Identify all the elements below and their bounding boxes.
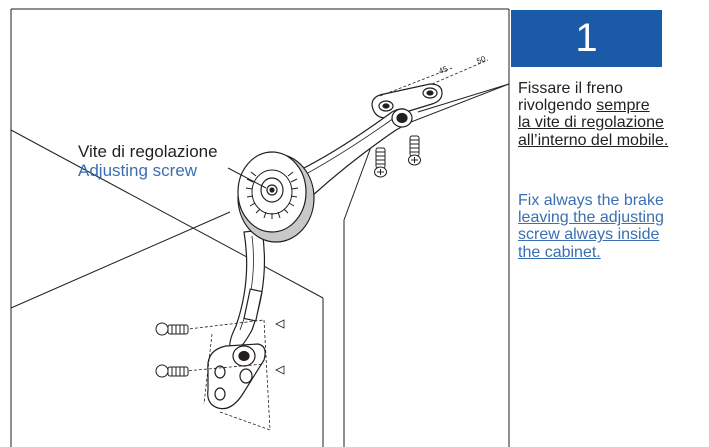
- dimension-arrow: [275, 319, 285, 375]
- cabinet-line: [343, 135, 376, 221]
- instruction-line: Fissare il freno: [518, 80, 623, 97]
- step-number-box: 1: [511, 10, 662, 67]
- disc-ticks: [245, 171, 299, 219]
- screw: [155, 322, 189, 336]
- lower-arm: [229, 229, 266, 353]
- dimension-label-45: 45: [437, 64, 449, 76]
- instruction-text: rivolgendo: [518, 97, 597, 115]
- cabinet-line: [10, 211, 231, 309]
- instruction-line: all’interno del mobile.: [518, 132, 706, 149]
- upper-arm: [299, 108, 413, 197]
- instruction-emphasis: leaving the adjusting: [518, 209, 664, 227]
- instruction-line: rivolgendo sempre: [518, 97, 706, 114]
- brake-body: [237, 151, 315, 243]
- instruction-emphasis: la vite di regolazione: [518, 114, 664, 132]
- instruction-line: screw always inside: [518, 226, 706, 243]
- top-bracket: [371, 83, 443, 119]
- cabinet-line: [417, 83, 510, 113]
- instructions-italian: Fissare il freno rivolgendo sempre la vi…: [518, 80, 706, 149]
- dimension-label-50: 50: [475, 54, 487, 66]
- screw: [408, 135, 421, 166]
- screw: [374, 147, 387, 178]
- instruction-line: Fix always the brake: [518, 192, 664, 209]
- step-number: 1: [575, 16, 598, 60]
- instruction-emphasis: the cabinet.: [518, 243, 601, 261]
- screw: [155, 364, 189, 378]
- callout-leader: [227, 167, 267, 189]
- callout-label-italian: Vite di regolazione: [78, 142, 218, 161]
- instruction-line: la vite di regolazione: [518, 114, 706, 131]
- adjusting-screw-callout: Vite di regolazione Adjusting screw: [78, 142, 218, 180]
- instruction-line: the cabinet.: [518, 244, 706, 261]
- instructions-english: Fix always the brake leaving the adjusti…: [518, 192, 706, 261]
- instruction-line: leaving the adjusting: [518, 209, 706, 226]
- instruction-emphasis: sempre: [596, 97, 650, 115]
- instruction-emphasis: all’interno del mobile.: [518, 131, 669, 149]
- instruction-emphasis: screw always inside: [518, 226, 660, 244]
- cabinet-line: [10, 129, 324, 299]
- bottom-bracket: [207, 343, 266, 410]
- callout-label-english: Adjusting screw: [78, 161, 198, 180]
